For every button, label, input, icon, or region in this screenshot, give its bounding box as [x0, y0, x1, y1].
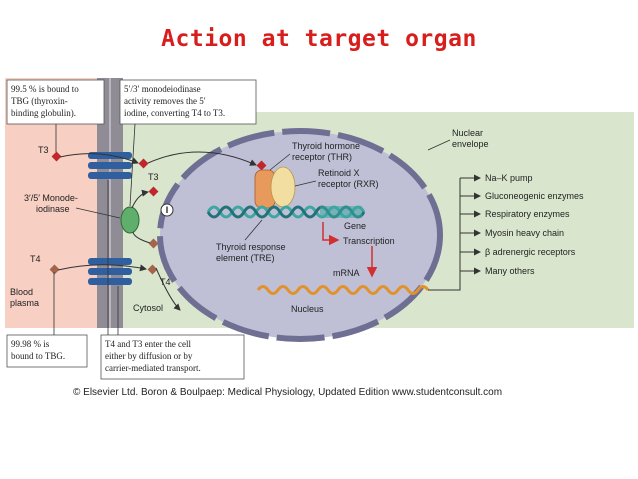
page-title: Action at target organ: [161, 26, 477, 52]
svg-text:either by diffusion or by: either by diffusion or by: [105, 351, 193, 361]
effect-label: Myosin heavy chain: [485, 228, 564, 238]
rxr-label: receptor (RXR): [318, 179, 379, 189]
mrna-label: mRNA: [333, 268, 360, 278]
t4-to-enzyme-arrow: [132, 231, 151, 244]
effect-label: β adrenergic receptors: [485, 247, 576, 257]
t4-bound-box: 99.98 % is bound to TBG.: [6, 334, 88, 368]
transcription-label: Transcription: [343, 236, 395, 246]
mrna-strand: [256, 285, 430, 295]
monodeiodinase-label: 3′/5′ Monode-: [24, 193, 78, 203]
t4-cytosol-label: T4: [160, 277, 171, 287]
t4-cytosol-dot: [147, 264, 158, 275]
transporter-lower: [88, 258, 132, 285]
effect-label: Na–K pump: [485, 173, 533, 183]
svg-text:T4 and T3 enter the cell: T4 and T3 enter the cell: [105, 339, 192, 349]
svg-text:5′/3′ monodeiodinase: 5′/3′ monodeiodinase: [124, 84, 201, 94]
cell-entry-box: T4 and T3 enter the cell either by diffu…: [100, 334, 245, 380]
t4-to-enzyme-dot: [148, 238, 159, 249]
blood-plasma-label: plasma: [10, 298, 39, 308]
thr-label: Thyroid hormone: [292, 141, 360, 151]
transporter-upper: [88, 152, 132, 179]
output-trunk: [428, 178, 461, 291]
t3-entry-arrow: [59, 153, 139, 165]
t3-receptor-dot: [256, 160, 267, 171]
deiodinase-activity-box: 5′/3′ monodeiodinase activity removes th…: [119, 79, 257, 125]
dna-helix: [206, 205, 366, 219]
gene-label: Gene: [344, 221, 366, 231]
t3-converted-dot: [148, 186, 159, 197]
thr-label: receptor (THR): [292, 152, 352, 162]
svg-text:TBG (thyroxin-: TBG (thyroxin-: [11, 96, 68, 106]
t3-plasma-label: T3: [38, 145, 49, 155]
t4-entry-arrow: [57, 264, 147, 272]
tre-label: Thyroid response: [216, 242, 286, 252]
rxr-receptor: [270, 166, 296, 208]
svg-text:99.5 % is bound to: 99.5 % is bound to: [11, 84, 79, 94]
inhibition-label: I: [166, 205, 169, 215]
tre-pointer: [244, 219, 263, 241]
rxr-pointer: [294, 180, 317, 187]
monodeiodinase-label: iodinase: [36, 204, 70, 214]
svg-text:activity removes the 5′: activity removes the 5′: [124, 96, 206, 106]
nuclear-envelope-label: Nuclear: [452, 128, 483, 138]
effect-label: Many others: [485, 266, 535, 276]
t3-to-receptor-arrow: [147, 151, 257, 166]
figure-credit: © Elsevier Ltd. Boron & Boulpaep: Medica…: [73, 387, 503, 398]
nucleus: [160, 131, 440, 339]
svg-text:99.98 % is: 99.98 % is: [11, 339, 50, 349]
svg-text:carrier-mediated transport.: carrier-mediated transport.: [105, 363, 201, 373]
t3-plasma-dot: [51, 151, 62, 162]
nuclear-envelope-pointer: [427, 139, 451, 151]
svg-text:iodine, converting T4 to T3.: iodine, converting T4 to T3.: [124, 108, 225, 118]
t3-cytosol-dot: [138, 158, 149, 169]
nuclear-envelope-label: envelope: [452, 139, 489, 149]
cytosol-label: Cytosol: [133, 303, 163, 313]
deiodinase-enzyme: [120, 206, 140, 234]
rxr-label: Retinoid X: [318, 168, 360, 178]
effect-label: Respiratory enzymes: [485, 209, 570, 219]
nucleus-label: Nucleus: [291, 304, 324, 314]
transcription-arrow: [322, 222, 340, 246]
blood-plasma-label: Blood: [10, 287, 33, 297]
thr-pointer: [269, 153, 291, 171]
tre-label: element (TRE): [216, 253, 275, 263]
t4-lower-arrow: [155, 267, 181, 311]
svg-text:binding globulin).: binding globulin).: [11, 108, 76, 118]
deiodinase-pointer: [129, 123, 136, 207]
effect-label: Gluconeogenic enzymes: [485, 191, 584, 201]
nuclear-envelope: [157, 128, 443, 342]
svg-text:bound to TBG.: bound to TBG.: [11, 351, 65, 361]
t3-cytosol-label: T3: [148, 172, 159, 182]
inhibition-marker: [160, 203, 174, 217]
enzyme-to-t3-arrow: [131, 189, 149, 209]
monodeiodinase-pointer: [75, 207, 121, 219]
t4-plasma-label: T4: [30, 254, 41, 264]
bound-tbg-box: 99.5 % is bound to TBG (thyroxin- bindin…: [6, 79, 105, 125]
